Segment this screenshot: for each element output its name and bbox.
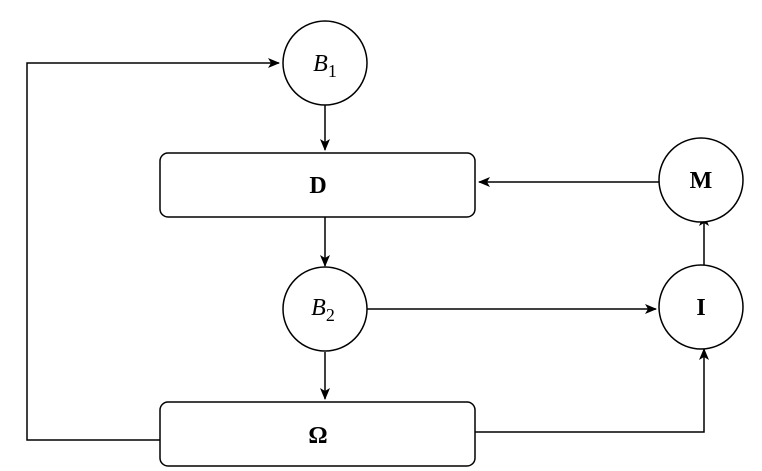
node-i-label: I <box>696 295 705 321</box>
node-m-circle <box>658 137 744 223</box>
node-b2-label: B2 <box>311 295 335 325</box>
node-omega: Ω <box>159 401 476 467</box>
node-b1: B1 <box>282 20 368 106</box>
node-b1-circle <box>282 20 368 106</box>
node-b2-circle <box>282 266 368 352</box>
node-m: M <box>658 137 744 223</box>
node-omega-box <box>159 401 476 467</box>
node-i: I <box>658 264 744 350</box>
node-omega-label: Ω <box>308 423 327 449</box>
node-d-box <box>159 152 476 218</box>
node-d: D <box>159 152 476 218</box>
node-b2: B2 <box>282 266 368 352</box>
edge-omega-to-b1 <box>26 58 280 441</box>
node-d-label: D <box>309 173 326 199</box>
node-i-circle <box>658 264 744 350</box>
node-m-label: M <box>690 168 713 194</box>
node-b1-label: B1 <box>313 51 337 81</box>
edge-omega-to-i <box>475 348 709 433</box>
